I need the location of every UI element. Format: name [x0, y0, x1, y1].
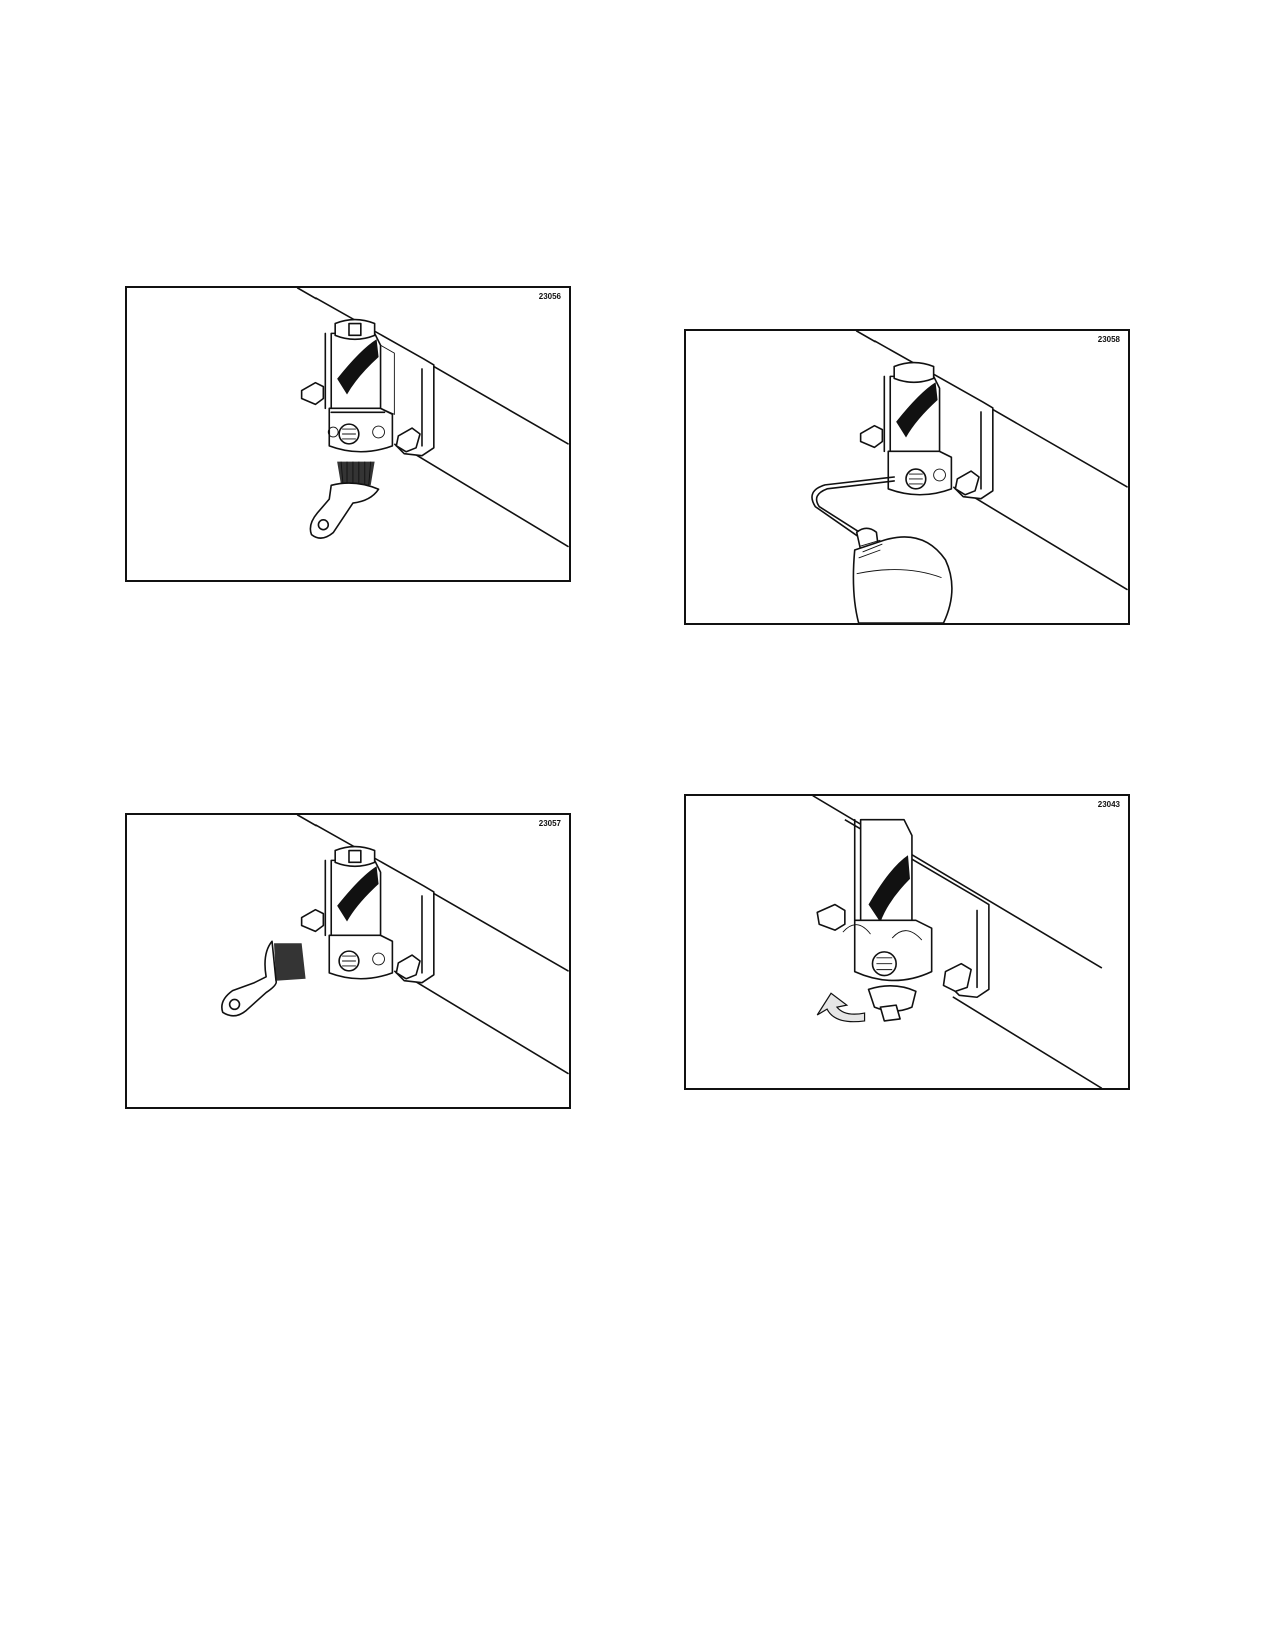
figure-number: 23056	[538, 292, 561, 301]
nozzle-oil-bottle-illustration	[686, 331, 1128, 623]
figure-23043: 23043	[684, 794, 1130, 1090]
figure-23058: 23058	[684, 329, 1130, 625]
nozzle-brush-illustration	[127, 288, 569, 580]
nozzle-rotate-cap-illustration	[686, 796, 1128, 1088]
nozzle-brush-side-illustration	[127, 815, 569, 1107]
figure-23057: 23057	[125, 813, 571, 1109]
figure-number: 23043	[1097, 800, 1120, 809]
figure-number: 23058	[1097, 335, 1120, 344]
figure-number: 23057	[538, 819, 561, 828]
figure-23056: 23056	[125, 286, 571, 582]
